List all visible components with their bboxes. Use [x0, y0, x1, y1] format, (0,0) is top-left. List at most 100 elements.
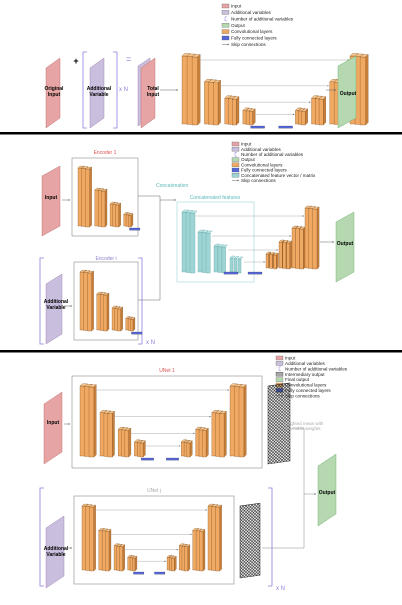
legend-fc-swatch — [221, 35, 230, 41]
concatenated-feature-layer-top — [189, 210, 198, 214]
concatenated-feature-layer-top — [221, 244, 228, 248]
conv-layer-side — [130, 213, 134, 228]
conv-layer — [77, 167, 83, 227]
conv-layer — [295, 110, 300, 125]
conv-layer — [202, 430, 207, 458]
legend-label: Output — [231, 23, 246, 28]
panel-3: Input UNet 1 Additional Variable UNet j … — [39, 368, 337, 592]
conv-layer-side — [316, 206, 320, 270]
legend-label: Fully connected layers — [231, 36, 277, 41]
encoder-i-layers — [79, 269, 143, 335]
final-output-label: Output — [319, 490, 336, 496]
conv-layer — [329, 81, 335, 125]
conv-layer — [119, 546, 123, 572]
legend-addvar-swatch — [275, 361, 284, 366]
conv-layer-side — [323, 96, 326, 126]
legend-label: Additional variables — [241, 147, 282, 152]
conv-layer — [265, 253, 269, 269]
conv-layer — [198, 429, 203, 457]
conv-layer — [107, 413, 113, 458]
conv-layer — [112, 204, 117, 227]
unet-1-title: UNet 1 — [159, 368, 175, 374]
legend-label: Convolutional layers — [285, 383, 327, 388]
conv-layer — [132, 558, 136, 572]
concatenation-line-bottom — [138, 200, 161, 301]
input-sheet — [43, 391, 63, 465]
conv-layer — [195, 429, 200, 457]
legend-conv-swatch — [231, 162, 240, 167]
unet-1-layers — [79, 383, 247, 461]
conv-layer — [178, 545, 183, 571]
weighted-mean-line-bottom — [262, 494, 305, 549]
conv-layer — [242, 110, 247, 125]
conv-layer-side — [142, 440, 146, 458]
decoder-panel-2 — [181, 205, 320, 275]
plus-sign: + — [73, 56, 78, 66]
conv-layer — [359, 56, 366, 126]
conv-layer — [111, 307, 116, 331]
conv-layer — [139, 442, 144, 458]
original-input-label-1: Original — [45, 86, 65, 92]
additional-variable-label-2: Variable — [46, 305, 65, 311]
legend-brace-icon — [278, 366, 281, 372]
legend-label: Additional variables — [285, 361, 326, 366]
additional-variable-label-2: Variable — [89, 92, 108, 98]
legend-label: Skip connections — [241, 178, 276, 183]
concatenation-line-top — [138, 195, 177, 201]
additional-variable-sheet — [89, 57, 105, 129]
encoder-i-title: Encoder i — [95, 256, 116, 262]
conv-layer — [98, 530, 103, 571]
conv-layer — [229, 385, 236, 457]
legend-label: Additional variables — [231, 10, 272, 15]
input-label: Input — [45, 195, 58, 201]
conv-layer-side — [276, 252, 279, 270]
conv-layer-side — [174, 555, 177, 572]
fully-connected-layer — [223, 271, 239, 275]
panel-2: Input Encoder 1 Additional Variable Enco… — [39, 150, 355, 346]
conv-layer — [245, 110, 250, 125]
legend-label: Convolutional layers — [241, 162, 283, 167]
conv-layer — [79, 271, 85, 331]
conv-layer-side — [134, 555, 138, 572]
concatenated-feature-layer — [229, 257, 234, 273]
weighted-mean-line-top — [292, 427, 317, 495]
conv-layer — [215, 412, 221, 457]
conv-layer-side — [104, 188, 108, 228]
legend-conv-swatch — [221, 29, 230, 34]
original-input-sheet — [45, 57, 61, 129]
conv-layer — [207, 505, 213, 571]
fully-connected-layer — [141, 457, 154, 461]
legend-label: Concatenated feature vector / matrix — [241, 173, 316, 178]
conv-layer — [89, 506, 94, 572]
conv-layer-side — [289, 240, 292, 270]
conv-layer-side — [106, 292, 110, 332]
conv-layer — [109, 203, 114, 227]
output-sheet — [335, 211, 355, 283]
fully-connected-layer — [250, 125, 265, 129]
legend-label: Output — [241, 157, 256, 162]
legend-label: Convolutional layers — [231, 29, 273, 34]
conv-layer — [318, 99, 324, 126]
conv-layer — [184, 546, 189, 572]
fully-connected-layer — [154, 571, 166, 575]
concatenated-feature-layer — [197, 231, 203, 273]
conv-layer-side — [202, 529, 206, 572]
fully-connected-layer — [278, 125, 293, 129]
conv-layer — [312, 208, 318, 270]
weighted-mean-label-2: learnable weights — [285, 426, 321, 431]
legend-label: Number of additional variables — [285, 366, 348, 371]
conv-layer — [282, 242, 287, 269]
conv-layer — [181, 55, 188, 125]
legend-fc-swatch — [231, 167, 240, 173]
legend-brace-icon — [234, 152, 237, 157]
conv-layer-side — [122, 544, 125, 572]
conv-layer-side — [189, 440, 193, 458]
conv-layer — [301, 111, 306, 126]
final-output-sheet — [317, 453, 337, 527]
conv-layer — [134, 441, 138, 457]
legend-label: Input — [241, 142, 252, 147]
input-sheet — [41, 165, 61, 237]
conv-layer — [117, 308, 121, 332]
conv-layer — [121, 429, 126, 457]
legend-label: Fully connected layers — [285, 388, 331, 393]
